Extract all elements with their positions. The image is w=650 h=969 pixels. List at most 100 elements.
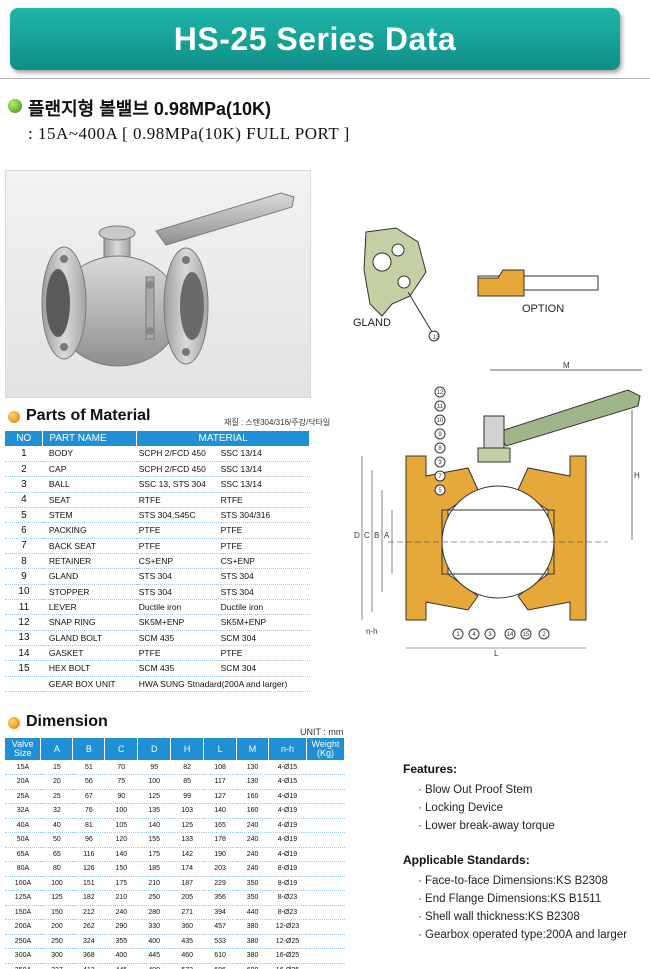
table-cell: 140 xyxy=(104,847,138,862)
table-cell: 116 xyxy=(72,847,105,862)
dim-h: H xyxy=(634,471,640,480)
table-cell: 175 xyxy=(137,847,171,862)
table-cell xyxy=(306,963,345,969)
table-cell: 203 xyxy=(203,861,237,877)
balloon: 3 xyxy=(488,632,492,638)
standards-title: Applicable Standards: xyxy=(403,853,530,867)
table-cell: 15 xyxy=(40,760,73,775)
table-cell: 130 xyxy=(236,774,269,790)
table-cell: 368 xyxy=(72,948,105,964)
list-item: · Face-to-face Dimensions:KS B2308 xyxy=(418,875,608,887)
green-bullet-icon xyxy=(8,99,22,113)
table-cell: 250 xyxy=(40,934,73,949)
table-cell: 96 xyxy=(72,832,105,848)
col-weight: Weight (Kg) xyxy=(306,738,346,760)
table-cell: 40A xyxy=(5,818,41,833)
list-item: · Locking Device xyxy=(418,802,504,814)
features-list: · Blow Out Proof Stem · Locking Device ·… xyxy=(418,781,555,835)
table-cell: 126 xyxy=(72,861,105,877)
table-cell: 600 xyxy=(236,963,269,969)
table-cell: 280 xyxy=(137,905,171,920)
balloon: 8 xyxy=(438,446,442,452)
table-cell: 229 xyxy=(203,876,237,891)
table-cell xyxy=(306,934,345,949)
table-cell: 155 xyxy=(137,832,171,848)
table-cell xyxy=(306,876,345,891)
parts-note: 재질 : 스텐304/316/주강/닥타일 xyxy=(224,418,331,427)
table-cell: 120 xyxy=(104,832,138,848)
table-cell: 250 xyxy=(137,890,171,906)
table-cell: 150A xyxy=(5,905,41,920)
table-cell: 212 xyxy=(72,905,105,920)
table-cell: 533 xyxy=(203,934,237,949)
balloon: 7 xyxy=(438,474,442,480)
banner-title: HS-25 Series Data xyxy=(173,21,457,57)
table-cell: 350A xyxy=(5,963,41,969)
table-cell: 4-Ø19 xyxy=(268,803,307,819)
table-cell: 40 xyxy=(40,818,73,833)
list-item: · Gearbox operated type:200A and larger xyxy=(418,929,628,941)
table-cell: 185 xyxy=(137,861,171,877)
table-cell: 4-Ø15 xyxy=(268,760,307,775)
table-cell: 70 xyxy=(104,760,138,775)
dimension-unit: UNIT : mm xyxy=(300,727,344,737)
table-cell: 67 xyxy=(72,789,105,804)
table-cell: 8-Ø23 xyxy=(268,905,307,920)
table-cell: 240 xyxy=(236,832,269,848)
table-cell: 210 xyxy=(137,876,171,891)
balloon: 14 xyxy=(507,632,514,638)
balloon: 10 xyxy=(437,418,444,424)
balloon: 13 xyxy=(433,335,440,341)
col-valve-size: Valve Size xyxy=(5,738,42,760)
list-item: · Lower break-away torque xyxy=(418,820,555,832)
table-cell: 394 xyxy=(203,905,237,920)
table-cell xyxy=(306,948,345,964)
table-cell xyxy=(306,861,345,877)
table-cell: 175 xyxy=(104,876,138,891)
table-cell: 400 xyxy=(104,948,138,964)
dim-l: L xyxy=(494,649,499,658)
dimension-table: Valve Size A B C D H L M n-h Weight (Kg)… xyxy=(5,738,346,969)
option-label: OPTION xyxy=(522,303,564,315)
table-cell: 350 xyxy=(236,876,269,891)
col-b: B xyxy=(72,738,106,760)
table-cell: 51 xyxy=(72,760,105,775)
table-cell: 100 xyxy=(104,803,138,819)
table-cell: 125 xyxy=(170,818,204,833)
table-cell: 356 xyxy=(203,890,237,906)
table-cell: 8-Ø19 xyxy=(268,876,307,891)
table-cell: 125 xyxy=(137,789,171,804)
table-cell xyxy=(306,919,345,935)
table-cell: 125A xyxy=(5,890,41,906)
table-cell: 190 xyxy=(203,847,237,862)
balloon: 3 xyxy=(438,460,442,466)
table-cell: 355 xyxy=(104,934,138,949)
col-material: MATERIAL xyxy=(136,431,310,446)
balloon: 11 xyxy=(437,404,444,410)
table-cell: 108 xyxy=(203,760,237,775)
table-cell: 445 xyxy=(104,963,138,969)
table-cell: 4-Ø19 xyxy=(268,832,307,848)
table-cell: 127 xyxy=(203,789,237,804)
table-cell xyxy=(306,832,345,848)
table-cell: 440 xyxy=(236,905,269,920)
orange-bullet-icon xyxy=(8,717,20,729)
table-cell: 142 xyxy=(170,847,204,862)
table-cell xyxy=(306,890,345,906)
dim-m: M xyxy=(563,361,570,370)
col-h: H xyxy=(170,738,205,760)
col-m: M xyxy=(236,738,270,760)
table-cell: 240 xyxy=(236,818,269,833)
list-item: · Shell wall thickness:KS B2308 xyxy=(418,911,580,923)
